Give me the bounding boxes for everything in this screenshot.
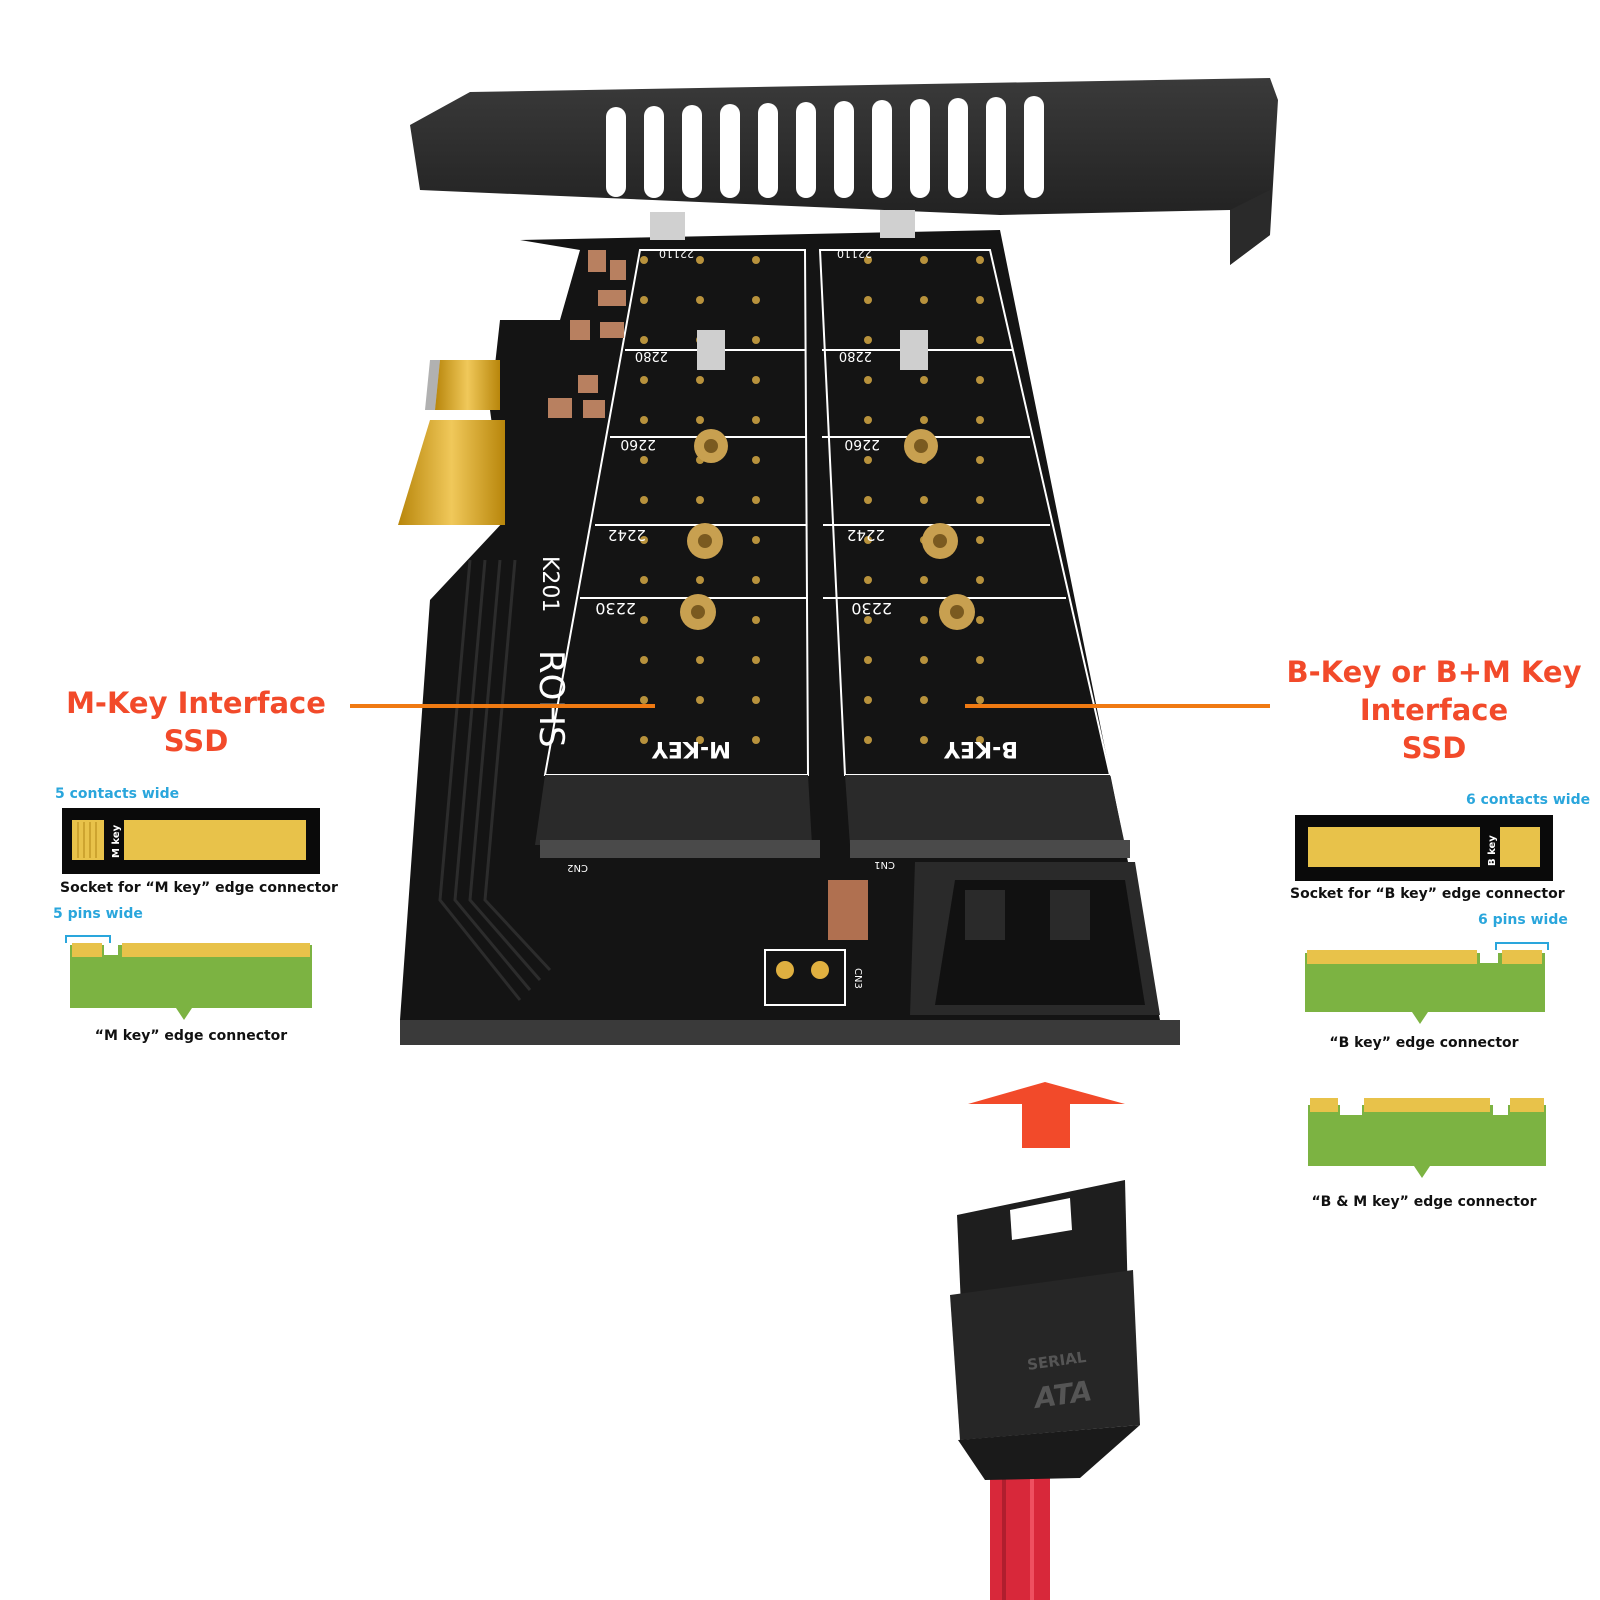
- mount-standoffs: [680, 330, 975, 630]
- length-22110-left: 22110: [659, 247, 694, 260]
- m-key-contacts-note: 5 contacts wide: [55, 786, 180, 802]
- metal-bracket: [410, 78, 1278, 265]
- sata-cable-icon: SERIAL ATA: [950, 1180, 1140, 1600]
- length-2230-right: 2230: [851, 599, 892, 618]
- m-key-callout: M-Key Interface SSD: [58, 684, 334, 760]
- b-key-callout: B-Key or B+M Key Interface SSD: [1276, 653, 1592, 767]
- bm-key-edge-connector: [1308, 1098, 1546, 1178]
- b-key-pins-note: 6 pins wide: [1478, 912, 1568, 928]
- b-key-callout-line2: Interface: [1359, 693, 1509, 727]
- length-2280-left: 2280: [635, 348, 668, 363]
- m-key-callout-line2: SSD: [163, 724, 229, 758]
- m-key-connector-caption: “M key” edge connector: [94, 1028, 288, 1044]
- power-header: [764, 880, 868, 1006]
- length-2260-right: 2260: [844, 436, 880, 452]
- m-key-edge-connector: [65, 935, 312, 1020]
- board-model-text: K201: [537, 556, 562, 612]
- sata-port: [910, 862, 1160, 1015]
- cn-right-label: CN1: [874, 859, 895, 870]
- length-2280-right: 2280: [839, 348, 872, 363]
- length-2230-left: 2230: [595, 599, 636, 618]
- bm-key-connector-caption: “B & M key” edge connector: [1311, 1194, 1537, 1210]
- b-key-contacts-note: 6 contacts wide: [1466, 792, 1591, 808]
- b-key-socket-diagram: B key: [1295, 815, 1553, 881]
- slot-left-label: M-KEY: [651, 736, 731, 761]
- b-key-callout-line3: SSD: [1401, 731, 1467, 765]
- length-2242-left: 2242: [608, 526, 646, 544]
- b-key-callout-line1: B-Key or B+M Key: [1286, 655, 1582, 689]
- m-key-socket-caption: Socket for “M key” edge connector: [60, 880, 338, 896]
- cn-left-label: CN2: [567, 862, 588, 873]
- cn-power-label: CN3: [852, 968, 863, 989]
- board-rohs-text: ROHS: [531, 650, 571, 748]
- m-key-socket-label: M key: [111, 824, 122, 858]
- b-key-socket-caption: Socket for “B key” edge connector: [1290, 886, 1565, 902]
- b-key-edge-connector: [1305, 942, 1549, 1024]
- pcie-gold-fingers: [398, 360, 505, 525]
- pcb-board: K201 ROHS M-KEY B-KEY 22110 22110 2280 2…: [398, 210, 1180, 1045]
- slot-right-label: B-KEY: [943, 736, 1018, 761]
- length-22110-right: 22110: [837, 247, 872, 260]
- length-2260-left: 2260: [620, 436, 656, 452]
- b-key-connector-caption: “B key” edge connector: [1329, 1035, 1519, 1051]
- length-2242-right: 2242: [847, 526, 885, 544]
- m-key-socket-diagram: M key: [62, 808, 320, 874]
- m2-sockets: [535, 775, 1130, 858]
- up-arrow-icon: [968, 1082, 1125, 1148]
- b-key-socket-label: B key: [1487, 835, 1498, 866]
- cable-brand-line2: ATA: [1030, 1374, 1094, 1415]
- m-key-callout-line1: M-Key Interface: [66, 686, 326, 720]
- m-key-pins-note: 5 pins wide: [53, 906, 143, 922]
